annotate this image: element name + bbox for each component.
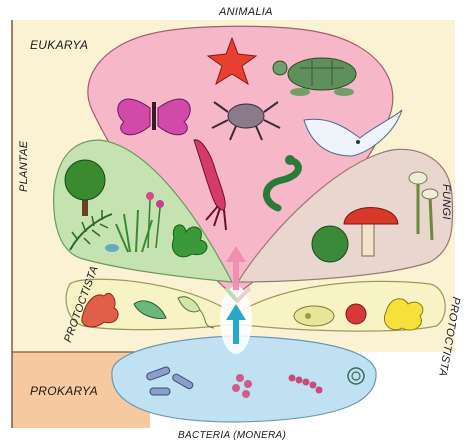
paramecium-icon: [294, 306, 334, 326]
bacteria-label: BACTERIA (MONERA): [178, 430, 286, 441]
amoeba-icon: [384, 299, 423, 330]
plantae-label: PLANTAE: [18, 141, 30, 192]
fungi-label: FUNGI: [440, 184, 452, 220]
eukarya-label: EUKARYA: [30, 38, 88, 52]
moss-ball-icon: [312, 226, 348, 262]
butterfly-icon: [118, 99, 190, 135]
prokarya-label: PROKARYA: [30, 384, 98, 398]
animalia-label: ANIMALIA: [219, 6, 273, 18]
leaf-shape: [105, 244, 119, 252]
red-cell-icon: [346, 304, 366, 324]
